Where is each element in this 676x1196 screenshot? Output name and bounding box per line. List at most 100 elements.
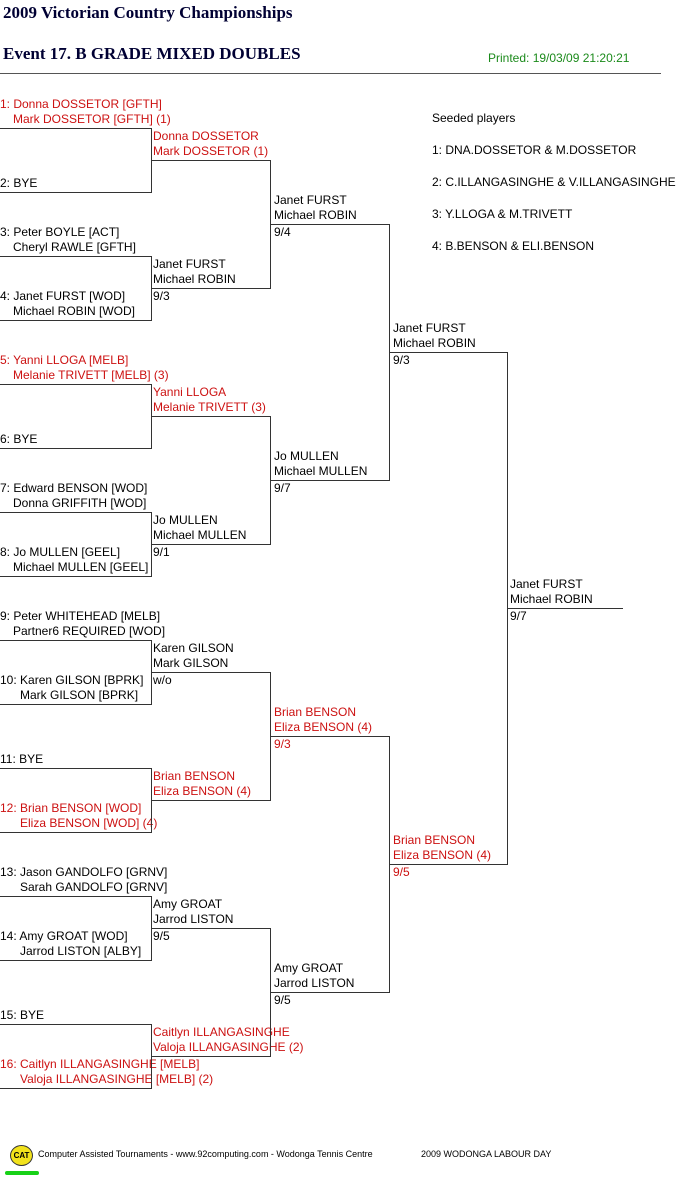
- round1-line: [0, 512, 152, 513]
- round1-entry: 5: Yanni LLOGA [MELB]: [0, 353, 129, 367]
- round2-partner: Jarrod LISTON: [153, 912, 234, 926]
- semifinal-line: [390, 352, 508, 353]
- round3-partner: Eliza BENSON (4): [274, 720, 373, 734]
- round1-entry: 6: BYE: [0, 432, 38, 446]
- round1-line: [0, 256, 152, 257]
- round1-line: [0, 448, 152, 449]
- round2-line: [152, 416, 271, 417]
- header-divider: [0, 73, 661, 74]
- round1-partner: Valoja ILLANGASINGHE [MELB] (2): [20, 1072, 214, 1086]
- round1-connector: [151, 768, 152, 832]
- round2-connector: [270, 672, 271, 800]
- round1-line: [0, 960, 152, 961]
- round2-line: [152, 544, 271, 545]
- footer-credit: Computer Assisted Tournaments - www.92co…: [38, 1149, 373, 1159]
- round2-line: [152, 928, 271, 929]
- round3-score: 9/3: [274, 737, 291, 751]
- cat-logo: CAT: [10, 1145, 33, 1166]
- final-line: [508, 608, 623, 609]
- round1-entry: 13: Jason GANDOLFO [GRNV]: [0, 865, 168, 879]
- round2-partner: Michael MULLEN: [153, 528, 247, 542]
- round1-connector: [151, 640, 152, 704]
- round3-connector: [389, 736, 390, 992]
- round1-line: [0, 768, 152, 769]
- round1-connector: [151, 512, 152, 576]
- round3-score: 9/7: [274, 481, 291, 495]
- round2-partner: Mark DOSSETOR (1): [153, 144, 269, 158]
- round1-line: [0, 128, 152, 129]
- round2-line: [152, 288, 271, 289]
- round1-entry: 10: Karen GILSON [BPRK]: [0, 673, 144, 687]
- round2-connector: [270, 160, 271, 288]
- round1-entry: 1: Donna DOSSETOR [GFTH]: [0, 97, 162, 111]
- semifinal-score: 9/3: [393, 353, 410, 367]
- round1-connector: [151, 384, 152, 448]
- seeded-player-1: 1: DNA.DOSSETOR & M.DOSSETOR: [432, 143, 637, 157]
- semifinal-score: 9/5: [393, 865, 410, 879]
- seeded-player-4: 4: B.BENSON & ELI.BENSON: [432, 239, 595, 253]
- round1-partner: Sarah GANDOLFO [GRNV]: [20, 880, 168, 894]
- round1-partner: Mark GILSON [BPRK]: [20, 688, 139, 702]
- round2-score: 9/1: [153, 545, 170, 559]
- round1-line: [0, 640, 152, 641]
- seeded-players-heading: Seeded players: [432, 111, 516, 125]
- round2-entry: Amy GROAT: [153, 897, 223, 911]
- round1-partner: Cheryl RAWLE [GFTH]: [13, 240, 136, 254]
- round3-line: [271, 224, 390, 225]
- champion-partner: Michael ROBIN: [510, 592, 593, 606]
- round1-partner: Donna GRIFFITH [WOD]: [13, 496, 147, 510]
- round3-line: [271, 992, 390, 993]
- final-score: 9/7: [510, 609, 527, 623]
- round2-entry: Brian BENSON: [153, 769, 236, 783]
- champion-entry: Janet FURST: [510, 577, 583, 591]
- round3-partner: Michael ROBIN: [274, 208, 357, 222]
- semifinal-line: [390, 864, 508, 865]
- round2-partner: Mark GILSON: [153, 656, 229, 670]
- round1-entry: 16: Caitlyn ILLANGASINGHE [MELB]: [0, 1057, 200, 1071]
- round1-entry: 12: Brian BENSON [WOD]: [0, 801, 142, 815]
- round1-line: [0, 192, 152, 193]
- semifinal-connector: [507, 352, 508, 864]
- round1-entry: 14: Amy GROAT [WOD]: [0, 929, 128, 943]
- round3-entry: Brian BENSON: [274, 705, 357, 719]
- semifinal-entry: Janet FURST: [393, 321, 466, 335]
- semifinal-partner: Michael ROBIN: [393, 336, 476, 350]
- round3-entry: Jo MULLEN: [274, 449, 339, 463]
- round1-line: [0, 384, 152, 385]
- round1-line: [0, 1088, 152, 1089]
- round1-connector: [151, 896, 152, 960]
- round1-entry: 4: Janet FURST [WOD]: [0, 289, 126, 303]
- semifinal-entry: Brian BENSON: [393, 833, 476, 847]
- round2-entry: Jo MULLEN: [153, 513, 218, 527]
- round1-entry: 7: Edward BENSON [WOD]: [0, 481, 148, 495]
- round2-entry: Donna DOSSETOR: [153, 129, 259, 143]
- round1-entry: 9: Peter WHITEHEAD [MELB]: [0, 609, 161, 623]
- round1-line: [0, 896, 152, 897]
- round2-line: [152, 800, 271, 801]
- footer-event-name: 2009 WODONGA LABOUR DAY: [421, 1149, 552, 1159]
- round1-line: [0, 704, 152, 705]
- round3-line: [271, 480, 390, 481]
- round1-connector: [151, 1024, 152, 1088]
- round2-line: [152, 1056, 271, 1057]
- round1-partner: Partner6 REQUIRED [WOD]: [13, 624, 166, 638]
- round1-line: [0, 832, 152, 833]
- round3-connector: [389, 224, 390, 480]
- round2-entry: Yanni LLOGA: [153, 385, 227, 399]
- round2-line: [152, 672, 271, 673]
- round1-entry: 8: Jo MULLEN [GEEL]: [0, 545, 121, 559]
- round2-score: 9/5: [153, 929, 170, 943]
- round1-partner: Mark DOSSETOR [GFTH] (1): [13, 112, 171, 126]
- round2-partner: Melanie TRIVETT (3): [153, 400, 266, 414]
- seeded-player-2: 2: C.ILLANGASINGHE & V.ILLANGASINGHE: [432, 175, 676, 189]
- round2-partner: Michael ROBIN: [153, 272, 236, 286]
- round3-entry: Janet FURST: [274, 193, 347, 207]
- tournament-title: 2009 Victorian Country Championships: [3, 3, 293, 22]
- round1-line: [0, 1024, 152, 1025]
- round1-connector: [151, 256, 152, 320]
- round1-partner: Eliza BENSON [WOD] (4): [20, 816, 158, 830]
- round2-line: [152, 160, 271, 161]
- round2-connector: [270, 928, 271, 1056]
- round3-partner: Jarrod LISTON: [274, 976, 355, 990]
- round3-score: 9/4: [274, 225, 291, 239]
